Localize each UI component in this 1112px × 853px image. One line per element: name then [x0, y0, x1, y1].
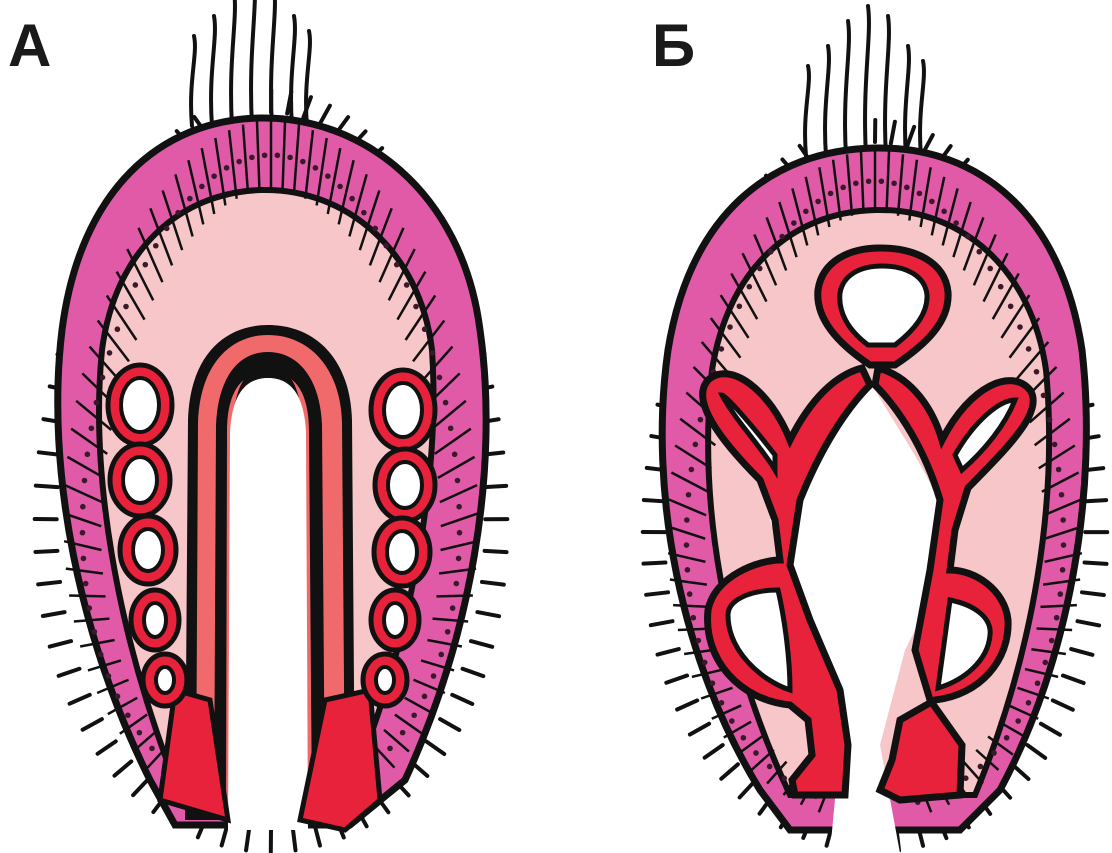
panel-a-gut-lumen [228, 378, 308, 830]
panel-a-organism [35, 0, 508, 852]
panel-a-apical-tuft [191, 0, 310, 126]
panel-b-apical-tuft [805, 6, 924, 156]
panel-b-organism [643, 6, 1108, 853]
